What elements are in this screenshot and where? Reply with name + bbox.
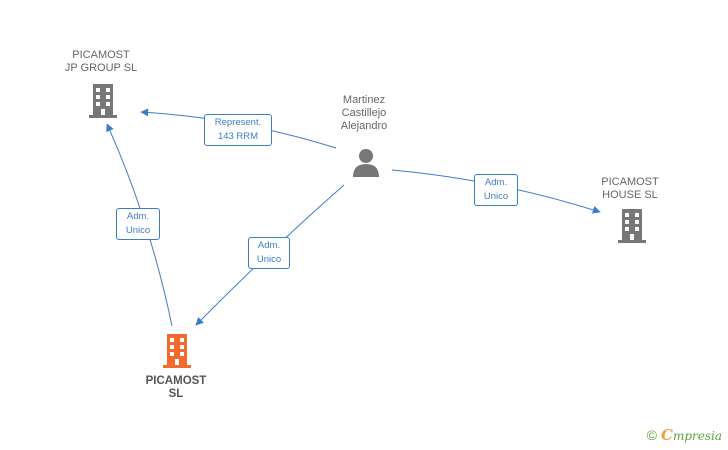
building-icon-main[interactable] xyxy=(161,334,193,368)
node-name-line1: PICAMOST xyxy=(72,49,130,61)
person-name-line2: Castillejo xyxy=(341,107,387,119)
edge-label-line2: Unico xyxy=(483,191,509,202)
edge-label-adm-jp[interactable]: Adm. Unico xyxy=(116,208,160,240)
edge-label-line1: Adm. xyxy=(126,211,150,222)
edge-label-represent[interactable]: Represent. 143 RRM xyxy=(204,114,272,146)
person-name-line3: Alejandro xyxy=(340,120,388,132)
node-name-line1: PICAMOST xyxy=(145,375,207,387)
node-name-line1: PICAMOST xyxy=(601,176,659,188)
edge-label-line2: Unico xyxy=(256,254,282,265)
node-label-jp-group: PICAMOST JP GROUP SL xyxy=(50,49,152,75)
edge-label-adm-house[interactable]: Adm. Unico xyxy=(474,174,518,206)
node-name-line2: HOUSE SL xyxy=(602,189,658,201)
person-name-line1: Martinez xyxy=(342,94,386,106)
building-icon[interactable] xyxy=(616,209,648,243)
copyright-symbol: © xyxy=(646,427,657,443)
node-name-line2: JP GROUP SL xyxy=(64,62,138,74)
person-icon[interactable] xyxy=(351,147,381,177)
edge-label-line2: Unico xyxy=(125,225,151,236)
node-label-house: PICAMOST HOUSE SL xyxy=(582,176,678,202)
edge-label-line1: Adm. xyxy=(484,177,508,188)
brand-footer: ©Cmpresia xyxy=(647,426,722,444)
brand-name: mpresia xyxy=(672,429,722,443)
edge-label-line1: Represent. xyxy=(214,117,262,128)
brand-initial: C xyxy=(660,426,673,444)
node-label-person: Martinez Castillejo Alejandro xyxy=(318,94,410,133)
edge-label-adm-main[interactable]: Adm. Unico xyxy=(248,237,290,269)
node-label-main: PICAMOST SL xyxy=(128,375,224,401)
edge-label-line2: 143 RRM xyxy=(217,131,259,142)
edge-label-line1: Adm. xyxy=(257,240,281,251)
node-name-line2: SL xyxy=(168,388,184,400)
building-icon[interactable] xyxy=(87,84,119,118)
